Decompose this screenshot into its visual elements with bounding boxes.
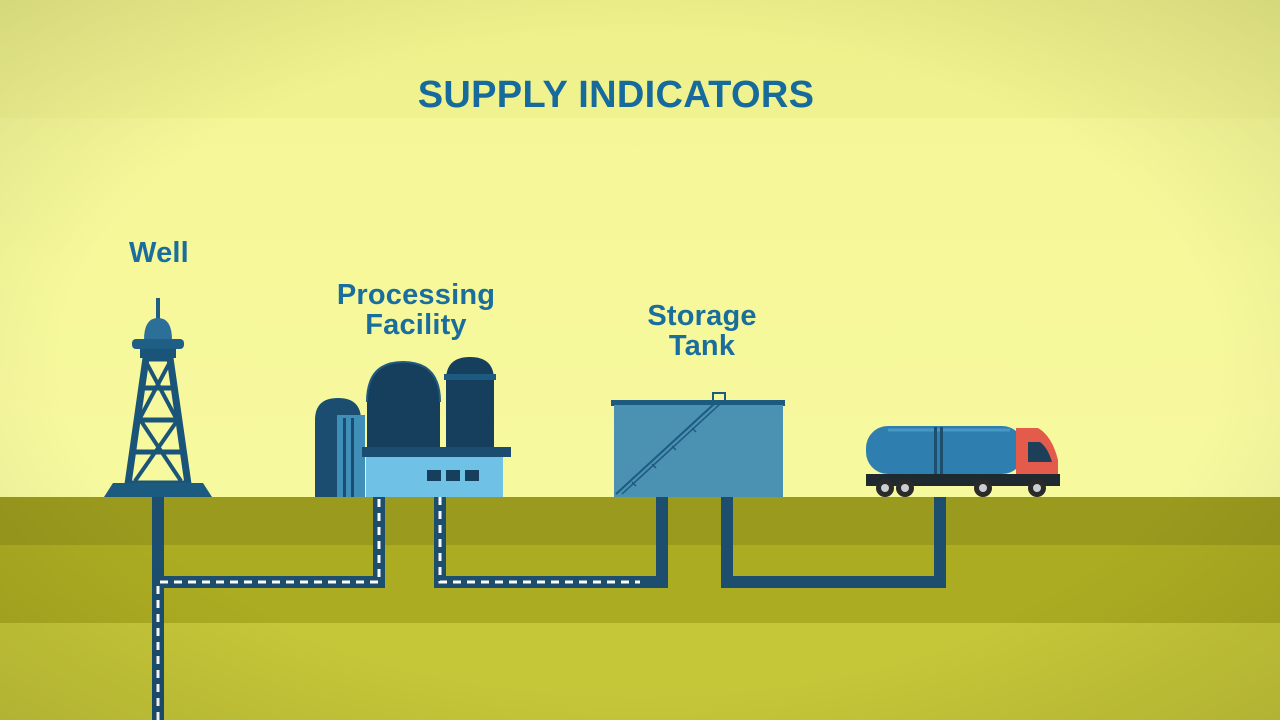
storage-label-line1: Storage: [647, 300, 757, 332]
storage-tank-label: Storage Tank: [616, 301, 788, 362]
processing-label-line2: Facility: [365, 309, 467, 342]
processing-label-line1: Processing: [336, 279, 496, 311]
page-title: SUPPLY INDICATORS: [417, 74, 815, 116]
storage-label-line2: Tank: [668, 330, 736, 363]
well-label-text: Well: [129, 237, 189, 269]
well-label: Well: [100, 238, 218, 268]
processing-facility-label: Processing Facility: [316, 280, 516, 341]
